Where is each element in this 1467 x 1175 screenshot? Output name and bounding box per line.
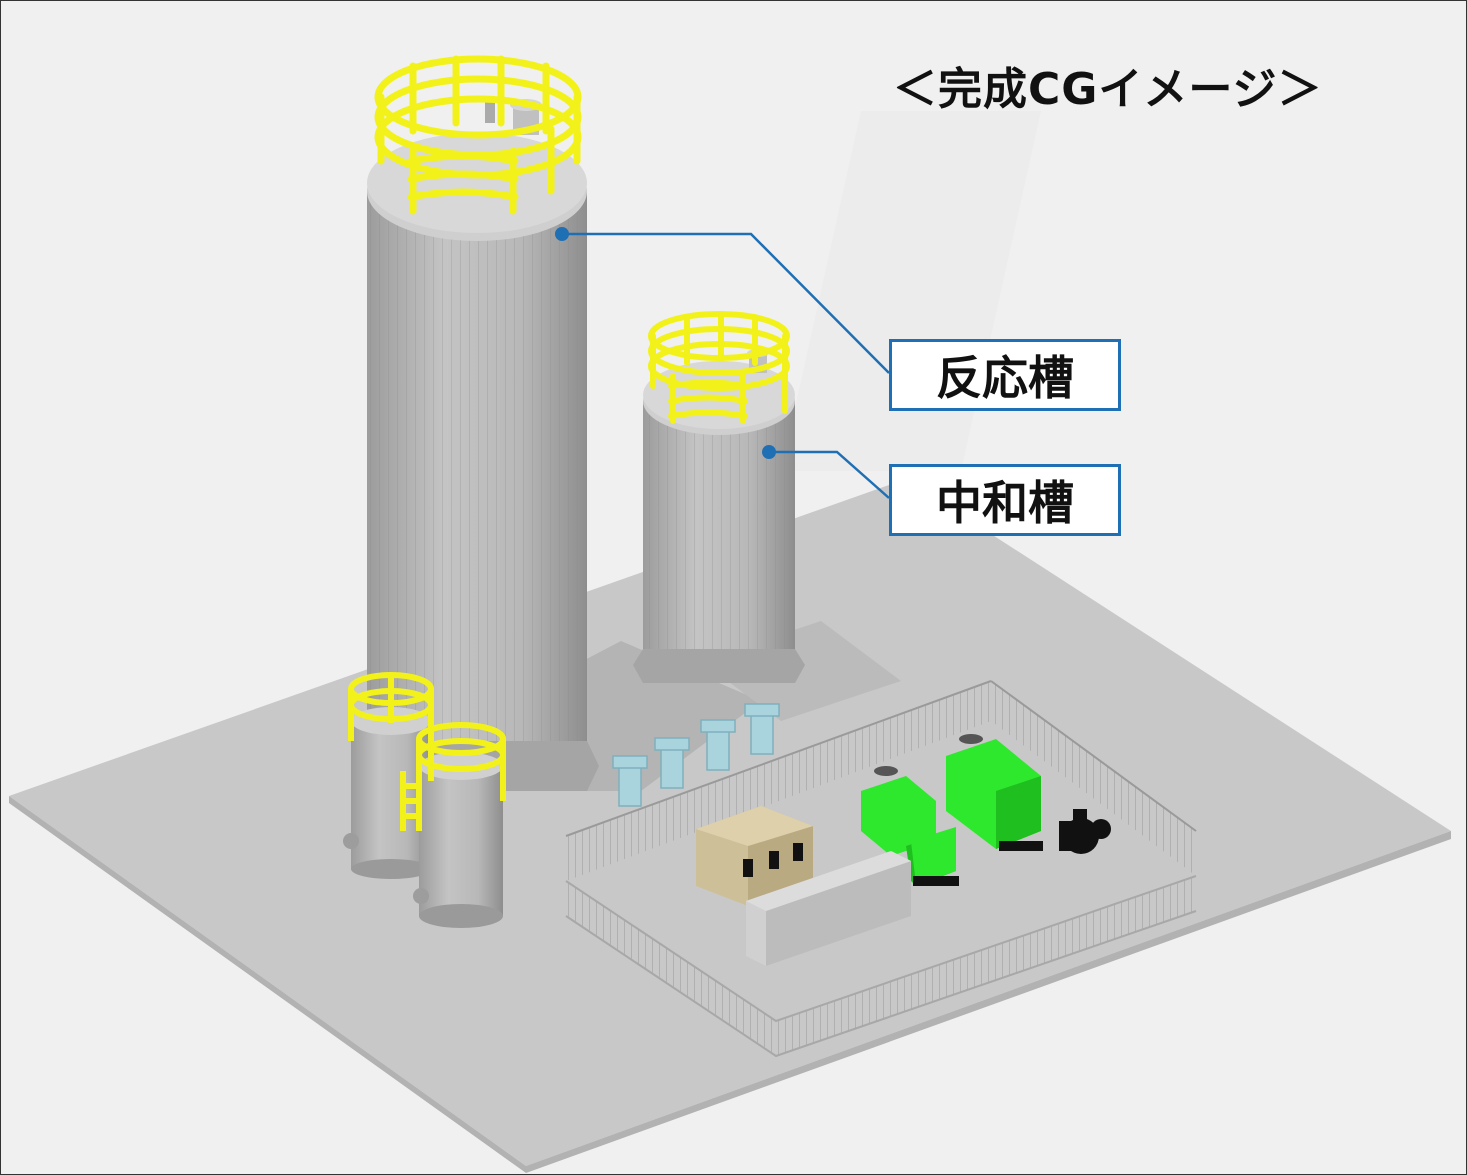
leader-line-neutralization xyxy=(762,445,890,499)
front-fence xyxy=(565,875,1197,1058)
label-neutralization-tank: 中和槽 xyxy=(889,464,1121,536)
neutralization-tank xyxy=(633,311,805,683)
equipment-fence xyxy=(565,680,1197,881)
small-tank-right xyxy=(400,722,506,928)
small-tank-left xyxy=(343,672,434,879)
label-reactor-tank: 反応槽 xyxy=(889,339,1121,411)
figure-caption: ＜完成CGイメージ＞ xyxy=(893,64,1323,115)
ground-slab-edge xyxy=(9,796,1451,1173)
neutralization-handrail xyxy=(648,311,790,424)
pump-units xyxy=(612,703,780,807)
reactor-handrail xyxy=(374,55,582,215)
marker-dot-neutralization xyxy=(762,445,776,459)
equipment-housing xyxy=(746,851,911,966)
leader-line-reactor xyxy=(555,227,890,374)
green-equipment xyxy=(861,734,1043,886)
marker-dot-reactor xyxy=(555,227,569,241)
control-cabinet xyxy=(696,806,813,906)
black-pump xyxy=(1059,809,1111,854)
reactor-tank xyxy=(355,55,599,791)
